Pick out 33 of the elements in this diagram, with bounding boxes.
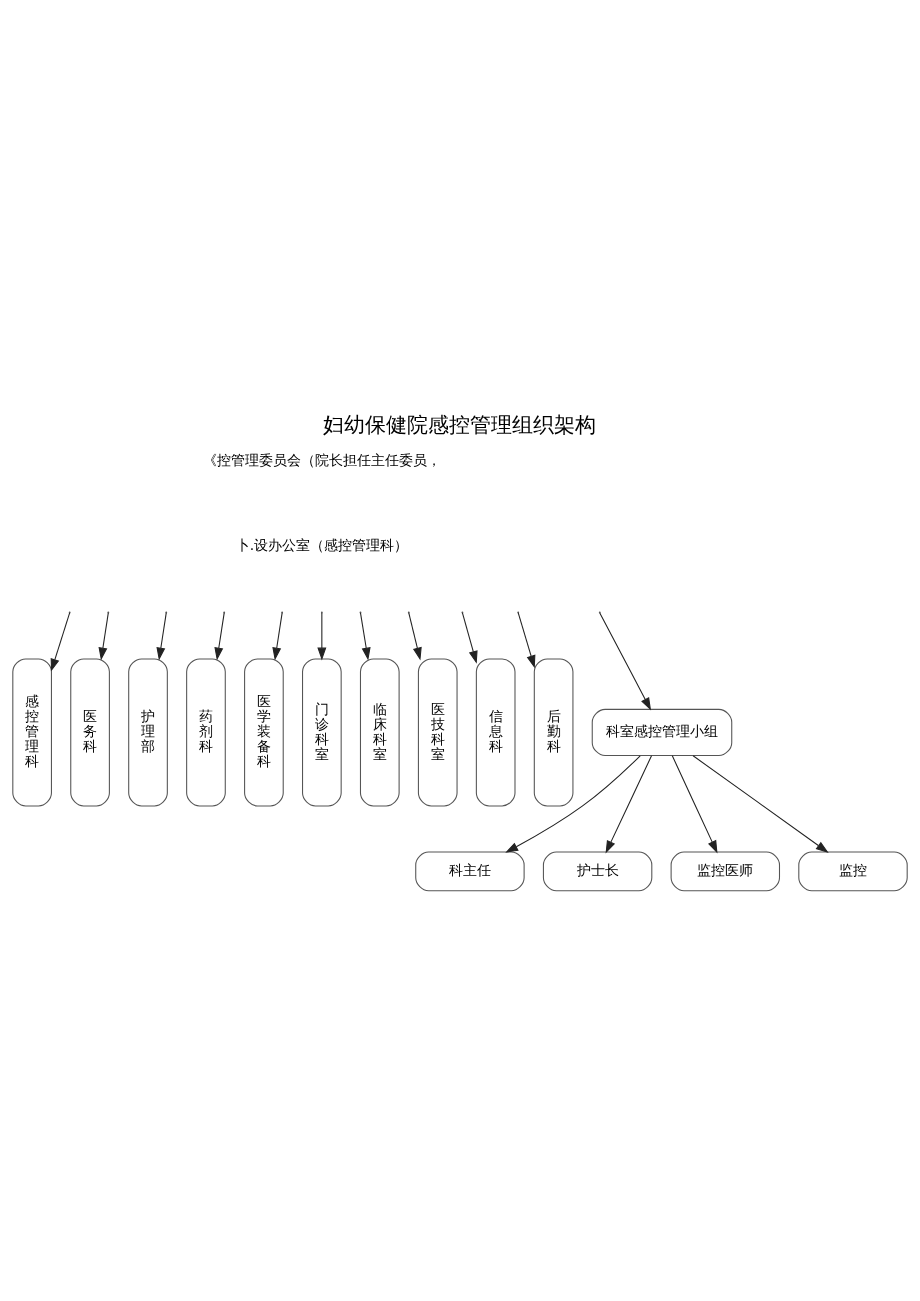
node-box: 感控管理科 — [12, 658, 52, 807]
diagram-title: 妇幼保健院感控管理组织架构 — [323, 411, 597, 437]
arrow — [408, 612, 422, 661]
node-box: 药剂科 — [186, 658, 226, 807]
label: 卜.设办公室（感控管理科） — [235, 537, 409, 554]
arrow — [605, 755, 653, 854]
node-box: 科室感控管理小组 — [591, 708, 733, 757]
arrow — [50, 612, 71, 672]
node-box: 医务科 — [70, 658, 110, 807]
node-box: 后勤科 — [533, 658, 574, 807]
node-box: 护理部 — [128, 658, 168, 807]
node-box: 监控 — [798, 851, 908, 892]
arrow — [98, 612, 109, 661]
arrow — [272, 612, 283, 661]
node-box: 信息科 — [475, 658, 516, 807]
arrow — [692, 755, 829, 853]
node-box: 监控医师 — [670, 851, 781, 892]
arrow — [517, 612, 536, 669]
arrow — [461, 612, 478, 664]
node-box: 临床科室 — [359, 658, 400, 807]
node-box: 科主任 — [415, 851, 525, 892]
node-box: 门诊科室 — [302, 658, 342, 807]
arrow — [599, 612, 652, 711]
node-box: 护士长 — [542, 851, 653, 892]
node-box: 医技科室 — [417, 658, 458, 807]
node-box: 医学装备科 — [244, 658, 284, 807]
arrow — [671, 755, 718, 854]
arrow — [359, 612, 371, 661]
label: 《控管理委员会（院长担任主任委员， — [202, 452, 441, 469]
arrow — [156, 612, 167, 661]
arrow — [214, 612, 225, 661]
arrow — [505, 755, 641, 853]
arrow — [317, 612, 327, 661]
